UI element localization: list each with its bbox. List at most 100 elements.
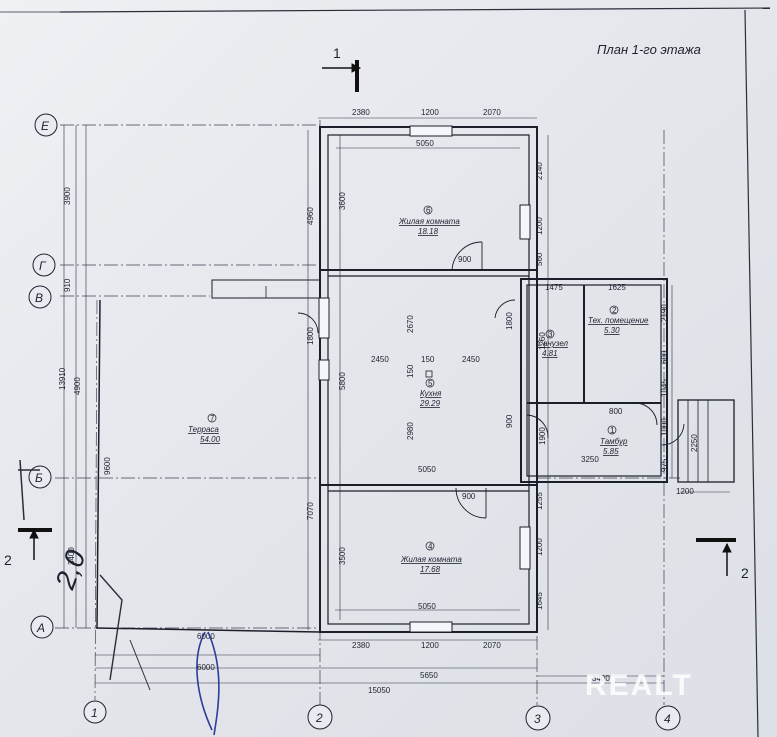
dim-kitchen-col-3: 2980 bbox=[406, 422, 415, 440]
dimension-lines bbox=[63, 117, 730, 684]
room-1-name: Тамбур bbox=[600, 437, 628, 446]
axis-label-a: А bbox=[36, 621, 45, 635]
plan-title: План 1-го этажа bbox=[597, 42, 701, 57]
room-2-area: 5.30 bbox=[604, 326, 620, 335]
room-4-number: 4 bbox=[428, 542, 433, 551]
dim-kitchen-width: 5050 bbox=[418, 465, 436, 474]
dim-vest-3250: 3250 bbox=[581, 455, 599, 464]
room-1-area: 5.85 bbox=[603, 447, 619, 456]
room-6-area: 18.18 bbox=[418, 227, 439, 236]
dim-axis-1-2: 6000 bbox=[197, 632, 215, 641]
room-4-area: 17.68 bbox=[420, 565, 441, 574]
dim-room4-right-3: 1645 bbox=[535, 592, 544, 610]
dim-kitchen-left-2: 5800 bbox=[338, 372, 347, 390]
dim-span-2-3: 5650 bbox=[420, 671, 438, 680]
dim-vest-600: 600 bbox=[660, 350, 669, 364]
dim-room4-right-2: 1200 bbox=[535, 538, 544, 556]
dim-vest-1045: 1045 bbox=[660, 379, 669, 397]
vertical-dimension-texts: 4960 3600 2140 1200 560 1800 5800 2670 1… bbox=[58, 162, 699, 610]
room-1-number: 1 bbox=[610, 426, 615, 435]
dim-room6-right-1: 2140 bbox=[535, 162, 544, 180]
room-2-number: 2 bbox=[612, 306, 617, 315]
dim-kitchen-left-1: 1800 bbox=[306, 327, 315, 345]
section-label-right: 2 bbox=[741, 565, 749, 581]
room-5-area: 29.29 bbox=[419, 399, 441, 408]
dim-left-4900: 4900 bbox=[73, 377, 82, 395]
room-4-name: Жилая комната bbox=[400, 555, 462, 564]
dim-vest-975: 975 bbox=[660, 458, 669, 472]
dim-wc-1: 1475 bbox=[545, 283, 563, 292]
dim-kitchen-right-2: 900 bbox=[505, 414, 514, 428]
section-mark-right bbox=[696, 538, 736, 576]
dim-vest-1000: 1000 bbox=[660, 418, 669, 436]
axis-label-e: Е bbox=[41, 119, 50, 133]
room-2-name: Тех. помещение bbox=[588, 316, 649, 325]
dim-wc-3: 1900 bbox=[538, 427, 547, 445]
section-label-left: 2 bbox=[4, 552, 12, 568]
room-7-number: 7 bbox=[210, 414, 215, 423]
room-5-number: 5 bbox=[428, 379, 433, 388]
dim-kitchen-row-3: 2450 bbox=[462, 355, 480, 364]
dim-left-9600: 9600 bbox=[103, 457, 112, 475]
dimension-texts: 2380 1200 2070 5050 900 2450 150 2450 50… bbox=[197, 108, 694, 695]
dim-left-3400: 3400 bbox=[67, 547, 76, 565]
dim-bottom-2: 1200 bbox=[421, 641, 439, 650]
axis-label-3: 3 bbox=[534, 712, 541, 726]
dim-room4-width: 5050 bbox=[418, 602, 436, 611]
room-6-name: Жилая комната bbox=[398, 217, 460, 226]
grid-axes-numbers bbox=[83, 700, 681, 731]
axis-label-v: В bbox=[35, 291, 43, 305]
dim-wc-2: 1260 bbox=[538, 332, 547, 350]
room-6-number: 6 bbox=[426, 206, 431, 215]
dim-kitchen-col-1: 2670 bbox=[406, 315, 415, 333]
dim-top-2: 1200 bbox=[421, 108, 439, 117]
room-3-number: 3 bbox=[548, 330, 553, 339]
dim-tech-1: 1625 bbox=[608, 283, 626, 292]
dim-vest-800: 800 bbox=[609, 407, 623, 416]
dim-door-4: 900 bbox=[462, 492, 476, 501]
sheet-frame bbox=[0, 7, 771, 737]
doors bbox=[297, 241, 685, 519]
room-7-area: 54.00 bbox=[200, 435, 221, 444]
room-3-name: Санузел bbox=[537, 339, 569, 348]
dim-vest-1200: 1200 bbox=[676, 487, 694, 496]
dim-room6-left-2: 4960 bbox=[306, 207, 315, 225]
room-7-name: Терраса bbox=[188, 425, 219, 434]
windows bbox=[318, 125, 531, 633]
axis-label-1: 1 bbox=[91, 706, 98, 720]
dim-axis-1-2b: 6000 bbox=[197, 663, 215, 672]
dim-top-3: 2070 bbox=[483, 108, 501, 117]
dim-room6-width: 5050 bbox=[416, 139, 434, 148]
handwritten-marks bbox=[18, 459, 220, 736]
dim-span-3-4: 3400 bbox=[592, 674, 610, 683]
dim-room6-right-2: 1200 bbox=[535, 217, 544, 235]
section-label-top: 1 bbox=[333, 45, 341, 61]
dim-room4-right-1: 1255 bbox=[535, 492, 544, 510]
axis-label-4: 4 bbox=[664, 712, 671, 726]
dim-kitchen-row-2: 150 bbox=[421, 355, 435, 364]
dim-bottom-3: 2070 bbox=[483, 641, 501, 650]
room-labels bbox=[207, 205, 619, 551]
dim-tech-2: 2190 bbox=[660, 304, 669, 322]
dim-room4-left-1: 7070 bbox=[306, 502, 315, 520]
room-3-area: 4.81 bbox=[542, 349, 558, 358]
dim-left-910: 910 bbox=[63, 278, 72, 292]
dim-bottom-1: 2380 bbox=[352, 641, 370, 650]
dim-total: 15050 bbox=[368, 686, 391, 695]
dim-vest-2250: 2250 bbox=[690, 434, 699, 452]
room-names: Жилая комната 18.18 Кухня 29.29 Жилая ко… bbox=[188, 217, 649, 574]
dim-room4-left-2: 3500 bbox=[338, 547, 347, 565]
axis-label-2: 2 bbox=[315, 711, 323, 725]
dim-left-13910: 13910 bbox=[58, 367, 67, 390]
room-numbers: 6 5 4 3 2 1 7 bbox=[210, 206, 617, 551]
section-mark-left bbox=[18, 528, 52, 560]
section-mark-top bbox=[322, 60, 362, 92]
dim-kitchen-right-1: 1800 bbox=[505, 312, 514, 330]
room-5-name: Кухня bbox=[420, 389, 442, 398]
axis-label-g: Г bbox=[39, 259, 47, 273]
dim-kitchen-row-1: 2450 bbox=[371, 355, 389, 364]
grid-axes-letters bbox=[28, 113, 58, 639]
dim-room6-left-1: 3600 bbox=[338, 192, 347, 210]
